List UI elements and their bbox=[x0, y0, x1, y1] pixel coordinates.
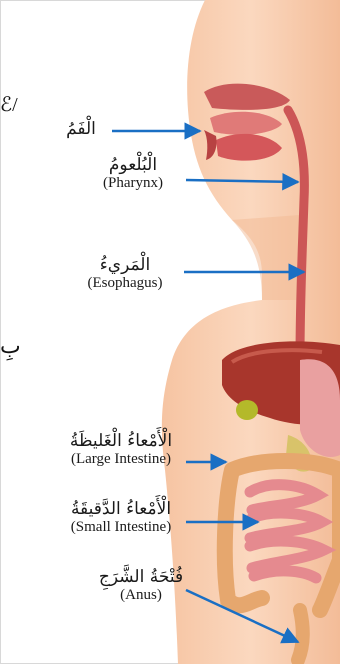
label-small-intestine-ar: الْأَمْعاءُ الدَّقيقَةُ bbox=[54, 500, 188, 519]
label-large-intestine-en: (Large Intestine) bbox=[54, 451, 188, 468]
edge-mark-lower: بِ bbox=[0, 333, 21, 359]
label-anus-en: (Anus) bbox=[96, 587, 186, 604]
label-small-intestine-en: (Small Intestine) bbox=[54, 519, 188, 536]
gallbladder bbox=[236, 400, 258, 420]
label-mouth: الْفَمُ bbox=[52, 120, 110, 139]
edge-mark-upper: ℰ/ bbox=[0, 92, 18, 117]
label-anus-ar: فُتْحَةُ الشَّرَجِ bbox=[96, 568, 186, 587]
neck-shadow bbox=[232, 215, 300, 300]
rectum bbox=[298, 610, 303, 660]
label-pharynx-ar: الْبُلْعومُ bbox=[78, 156, 188, 175]
label-esophagus-ar: الْمَريءُ bbox=[64, 256, 186, 275]
label-large-intestine-ar: الْأَمْعاءُ الْغَليظَةُ bbox=[54, 432, 188, 451]
label-large-intestine: الْأَمْعاءُ الْغَليظَةُ (Large Intestine… bbox=[54, 432, 188, 467]
label-pharynx-en: (Pharynx) bbox=[78, 175, 188, 192]
label-esophagus-en: (Esophagus) bbox=[64, 275, 186, 292]
label-mouth-ar: الْفَمُ bbox=[52, 120, 110, 139]
label-small-intestine: الْأَمْعاءُ الدَّقيقَةُ (Small Intestine… bbox=[54, 500, 188, 535]
stomach bbox=[300, 359, 340, 457]
label-esophagus: الْمَريءُ (Esophagus) bbox=[64, 256, 186, 291]
label-anus: فُتْحَةُ الشَّرَجِ (Anus) bbox=[96, 568, 186, 603]
label-pharynx: الْبُلْعومُ (Pharynx) bbox=[78, 156, 188, 191]
